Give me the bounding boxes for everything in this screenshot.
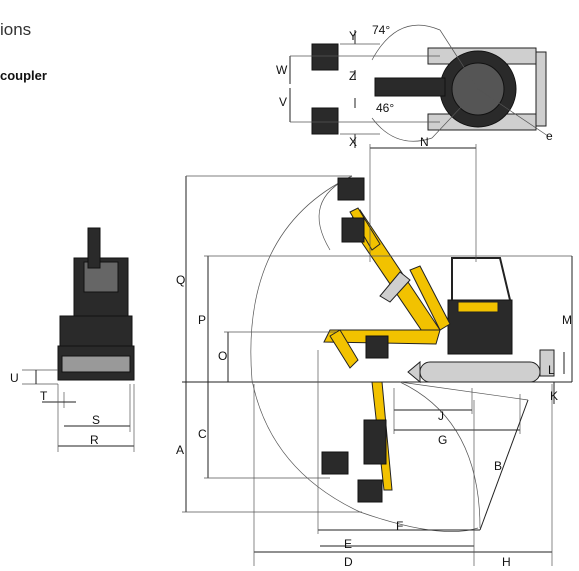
front-view-boom (87, 227, 101, 269)
top-view (289, 24, 549, 148)
top-view-swing-arc-upper (371, 24, 441, 61)
label-d: D (344, 555, 353, 569)
dim-b (479, 399, 529, 531)
label-c: C (198, 427, 207, 441)
label-t: T (40, 389, 48, 403)
label-l: L (548, 363, 555, 377)
label-p: P (198, 313, 206, 327)
top-view-swing-arc-lower (371, 117, 433, 142)
label-y: Y (349, 29, 357, 43)
label-k: K (550, 389, 558, 403)
top-view-bucket-upper (311, 43, 339, 71)
label-z: Z (349, 69, 356, 83)
reach-envelope (250, 175, 479, 532)
label-j: J (438, 409, 444, 423)
bucket-down-left (321, 451, 349, 475)
bucket-down-bottom (357, 479, 383, 503)
bucket-raised-mid (341, 217, 365, 243)
label-m: M (562, 313, 572, 327)
top-view-arm (374, 77, 446, 97)
front-view (22, 227, 135, 452)
label-angle-74: 74° (372, 23, 390, 37)
label-a: A (176, 443, 184, 457)
side-view-track (419, 361, 541, 383)
side-view (182, 144, 573, 566)
section-heading: ions (0, 20, 32, 39)
label-h: H (502, 555, 511, 569)
label-angle-46: 46° (376, 101, 394, 115)
front-view-blade (61, 355, 131, 373)
label-s: S (92, 413, 100, 427)
bucket-raised-top (337, 177, 365, 201)
side-view-canopy (451, 257, 511, 301)
label-e-dim: E (344, 537, 352, 551)
label-n: N (420, 135, 429, 149)
label-v: V (279, 95, 287, 109)
label-e: e (546, 129, 553, 143)
side-view-blade (539, 349, 555, 377)
bucket-forward (365, 335, 389, 359)
label-x: X (349, 135, 357, 149)
label-o: O (218, 349, 227, 363)
front-view-upper-frame (59, 315, 133, 347)
section-subheading: coupler (0, 68, 47, 83)
label-b: B (494, 459, 502, 473)
label-w: W (276, 63, 288, 77)
top-view-bucket-lower (311, 107, 339, 135)
label-f: F (396, 519, 403, 533)
label-q: Q (176, 273, 185, 287)
label-u: U (10, 371, 19, 385)
label-r: R (90, 433, 99, 447)
arm-down-cylinder (363, 419, 387, 465)
top-view-blade (535, 51, 547, 127)
label-g: G (438, 433, 447, 447)
